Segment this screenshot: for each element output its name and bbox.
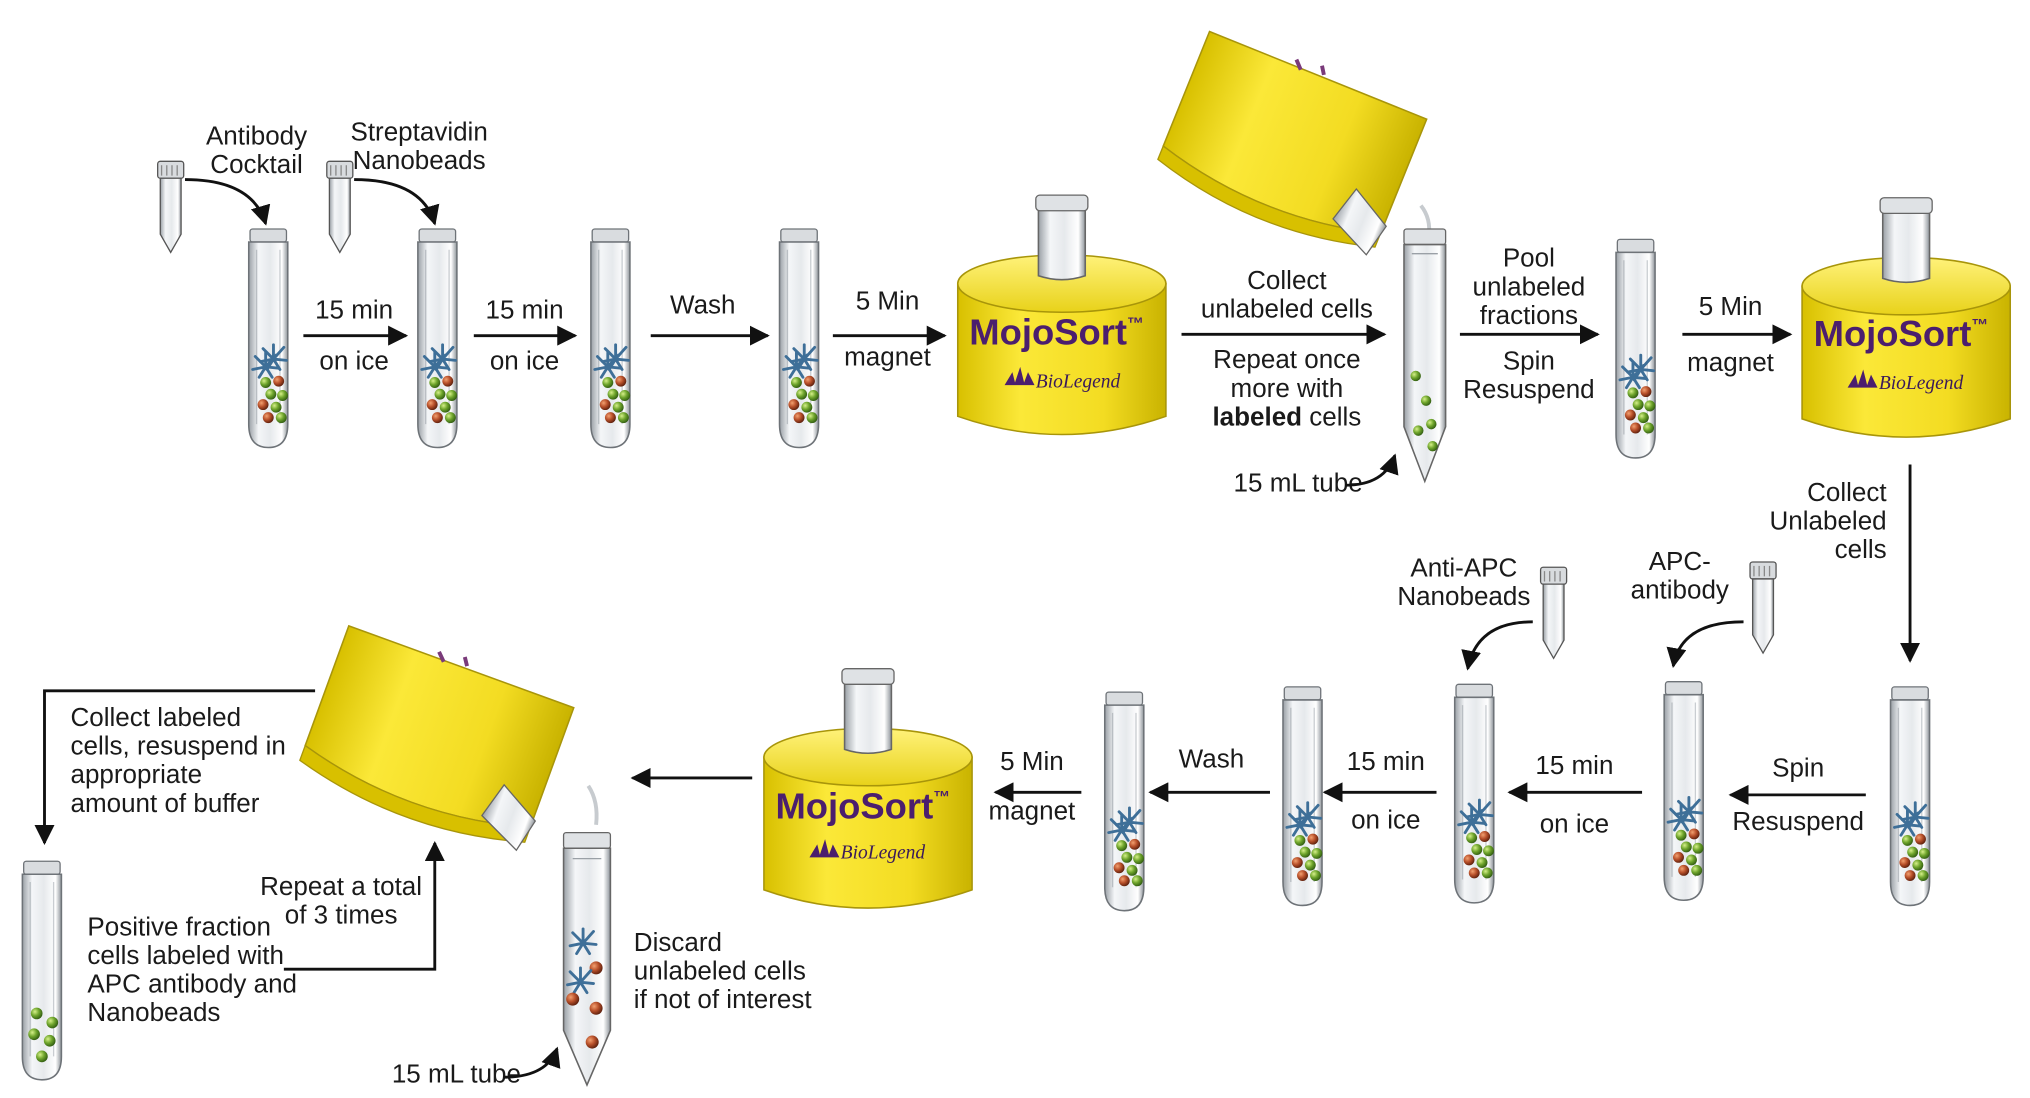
r2-tube15-label: 15 mL tube — [392, 1058, 521, 1088]
apc-antibody-add-arrow — [1666, 620, 1744, 669]
vial-r2-step1 — [1889, 686, 1931, 907]
r1-tube15-arrow — [1345, 453, 1399, 487]
r1-a2-top: 15 min — [486, 295, 564, 325]
vial-step4 — [778, 228, 820, 449]
r2-spin-bot: Resuspend — [1732, 806, 1864, 836]
r1-a1-top: 15 min — [315, 295, 393, 325]
r2-tube15-arrow — [503, 1046, 561, 1079]
r1-a1-bot: on ice — [319, 345, 388, 375]
vial-positive-fraction — [21, 860, 63, 1081]
mojosort-magnet-2: MojoSort™ BioLegend — [1801, 196, 2012, 438]
pouring-magnet-2 — [299, 624, 575, 852]
svg-text:BioLegend: BioLegend — [841, 843, 926, 864]
pouring-magnet-1 — [1157, 30, 1428, 256]
vial-r2-step2 — [1663, 680, 1704, 902]
r1-tube15-label: 15 mL tube — [1234, 468, 1363, 498]
r1-a2-bot: on ice — [490, 345, 559, 375]
apc-antibody-label: APC-antibody — [1631, 546, 1729, 605]
antibody-cocktail-minitube — [157, 160, 185, 254]
r2-a5-top: 5 Min — [1000, 746, 1064, 776]
tube-15ml-r1 — [1403, 228, 1447, 484]
r1-a3-top: Wash — [670, 290, 735, 320]
streptavidin-minitube — [326, 160, 354, 254]
r2-a3-bot: on ice — [1351, 805, 1420, 835]
r2-wash-label: Wash — [1179, 744, 1245, 774]
mojosort-magnet-3: MojoSort™ BioLegend — [763, 667, 973, 909]
cocktail-add-arrow — [184, 178, 271, 226]
vial-r2-step3 — [1453, 683, 1495, 904]
vial-r2-step4 — [1282, 686, 1323, 907]
magnet-2-brand: MojoSort™ — [1814, 313, 1989, 354]
mojosort-magnet-1: MojoSort™ BioLegend — [956, 194, 1167, 436]
vial-r2-step5 — [1103, 691, 1145, 912]
r2-a2-bot: on ice — [1540, 809, 1609, 839]
vial-step3 — [590, 228, 631, 449]
r1-a7-bot: magnet — [1687, 347, 1774, 377]
r2-a5-bot: magnet — [989, 796, 1076, 826]
streptavidin-add-arrow — [354, 178, 440, 226]
r2-a3-top: 15 min — [1347, 746, 1425, 776]
r2-spin-top: Spin — [1772, 753, 1824, 783]
svg-text:BioLegend: BioLegend — [1036, 372, 1121, 393]
anti-apc-add-arrow — [1461, 620, 1533, 671]
arrow-repeat-total — [283, 841, 445, 971]
arrow-collect-labeled — [34, 689, 316, 846]
vial-step7 — [1615, 238, 1656, 459]
magnet-3-brand: MojoSort™ — [775, 785, 950, 826]
biolegend-logo-2: BioLegend — [1847, 369, 1964, 394]
svg-text:BioLegend: BioLegend — [1879, 373, 1964, 394]
tube-15ml-r2 — [562, 831, 612, 1087]
vial-step2 — [417, 228, 458, 449]
apc-antibody-minitube — [1749, 561, 1777, 654]
r1-a4-top: 5 Min — [856, 286, 920, 316]
anti-apc-minitube — [1539, 566, 1568, 659]
r1-a7-top: 5 Min — [1699, 291, 1763, 321]
r2-a2-top: 15 min — [1535, 750, 1613, 780]
magnet-1-brand: MojoSort™ — [969, 312, 1144, 353]
biolegend-logo-1: BioLegend — [1004, 366, 1121, 393]
vial-step1 — [247, 228, 289, 449]
r1-a4-bot: magnet — [844, 342, 931, 372]
biolegend-logo-3: BioLegend — [809, 839, 925, 864]
